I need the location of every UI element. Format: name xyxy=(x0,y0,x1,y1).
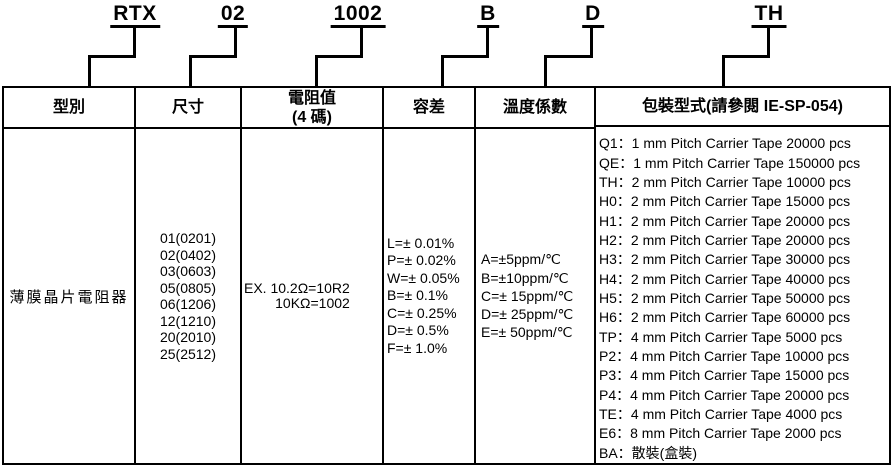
size-code-item: 20(2010) xyxy=(159,329,217,345)
tempco-list: A=±5ppm/℃ B=±10ppm/℃ C=± 15ppm/℃ D=± 25p… xyxy=(476,250,573,341)
packaging-item: H4：2 mm Pitch Carrier Tape 40000 pcs xyxy=(599,270,851,287)
connector-line xyxy=(441,55,444,88)
resistance-example-line1: EX. 10.2Ω=10R2 xyxy=(244,279,350,296)
pn-segment-size: 02 xyxy=(217,3,249,28)
pn-segment-tolerance: B xyxy=(477,3,499,28)
size-code-item: 05(0805) xyxy=(159,279,217,296)
pn-segment-packaging: TH xyxy=(751,3,787,28)
packaging-item: BA：散裝(盒裝) xyxy=(599,444,697,461)
packaging-item: H5：2 mm Pitch Carrier Tape 50000 pcs xyxy=(599,289,851,306)
cell-tolerance-codes: L=± 0.01% P=± 0.02% W=± 0.05% B=± 0.1% C… xyxy=(384,129,474,463)
cell-size-codes: 01(0201) 02(0402) 03(0603) 05(0805) 06(1… xyxy=(136,129,240,463)
pn-segment-tempco: D xyxy=(582,3,604,28)
connector-line xyxy=(722,55,770,58)
connector-line xyxy=(189,55,192,88)
column-tolerance: 容差 L=± 0.01% P=± 0.02% W=± 0.05% B=± 0.1… xyxy=(382,88,474,463)
packaging-item: TH：2 mm Pitch Carrier Tape 10000 pcs xyxy=(599,173,851,190)
resistance-example: EX. 10.2Ω=10R2 10KΩ=1002 xyxy=(242,279,350,312)
tempco-item: A=±5ppm/℃ xyxy=(481,251,561,268)
connector-line xyxy=(486,26,489,58)
tempco-item: C=± 15ppm/℃ xyxy=(481,287,574,304)
packaging-item: Q1：1 mm Pitch Carrier Tape 20000 pcs xyxy=(599,135,851,152)
resistance-example-line2: 10KΩ=1002 xyxy=(275,295,350,311)
tolerance-item: D=± 0.5% xyxy=(387,322,449,339)
size-code-item: 25(2512) xyxy=(159,345,217,362)
connector-line xyxy=(133,26,136,58)
tolerance-item: B=± 0.1% xyxy=(387,287,448,304)
header-packaging: 包裝型式(請參閱 IE-SP-054) xyxy=(596,88,889,128)
pn-segment-resistance: 1002 xyxy=(330,3,386,28)
cell-packaging-options: Q1：1 mm Pitch Carrier Tape 20000 pcs QE：… xyxy=(596,127,889,463)
header-resistance-line2: (4 碼) xyxy=(291,108,332,126)
tempco-item: E=± 50ppm/℃ xyxy=(481,324,573,341)
part-numbering-table: 型別 薄膜晶片電阻器 尺寸 01(0201) 02(0402) 03(0603)… xyxy=(2,86,891,465)
packaging-item: H0：2 mm Pitch Carrier Tape 15000 pcs xyxy=(599,193,851,210)
tolerance-item: P=± 0.02% xyxy=(387,252,456,269)
packaging-item: H2：2 mm Pitch Carrier Tape 20000 pcs xyxy=(599,231,851,248)
size-code-item: 03(0603) xyxy=(159,263,217,279)
header-tolerance: 容差 xyxy=(384,88,474,129)
connector-line xyxy=(544,55,547,88)
column-packaging: 包裝型式(請參閱 IE-SP-054) Q1：1 mm Pitch Carrie… xyxy=(594,88,889,463)
connector-line xyxy=(234,26,237,58)
connector-line xyxy=(360,26,363,58)
packaging-item: E6：8 mm Pitch Carrier Tape 2000 pcs xyxy=(599,425,842,442)
connector-line xyxy=(189,55,237,58)
header-resistance: 電阻值 (4 碼) xyxy=(242,88,382,129)
tolerance-item: W=± 0.05% xyxy=(387,269,460,286)
connector-line xyxy=(315,55,318,88)
size-code-list: 01(0201) 02(0402) 03(0603) 05(0805) 06(1… xyxy=(160,230,216,362)
tolerance-item: C=± 0.25% xyxy=(387,304,457,321)
connector-line xyxy=(590,26,593,58)
tempco-item: D=± 25ppm/℃ xyxy=(481,306,574,323)
connector-line xyxy=(767,26,770,58)
pn-segment-type: RTX xyxy=(110,3,160,28)
packaging-item: P2：4 mm Pitch Carrier Tape 10000 pcs xyxy=(599,347,850,364)
packaging-item: H3：2 mm Pitch Carrier Tape 30000 pcs xyxy=(599,251,851,268)
connector-line xyxy=(441,55,489,58)
tolerance-item: F=± 1.0% xyxy=(387,339,448,356)
packaging-item: TE：4 mm Pitch Carrier Tape 4000 pcs xyxy=(599,405,843,422)
column-tempco: 溫度係數 A=±5ppm/℃ B=±10ppm/℃ C=± 15ppm/℃ D=… xyxy=(474,88,594,463)
packaging-item: P3：4 mm Pitch Carrier Tape 15000 pcs xyxy=(599,367,850,384)
type-value-text: 薄膜晶片電阻器 xyxy=(9,288,129,306)
connector-line xyxy=(315,55,363,58)
cell-resistance-example: EX. 10.2Ω=10R2 10KΩ=1002 xyxy=(242,129,382,463)
packaging-list: Q1：1 mm Pitch Carrier Tape 20000 pcs QE：… xyxy=(599,134,860,463)
header-type: 型別 xyxy=(4,88,134,129)
packaging-item: P4：4 mm Pitch Carrier Tape 20000 pcs xyxy=(599,386,850,403)
tolerance-list: L=± 0.01% P=± 0.02% W=± 0.05% B=± 0.1% C… xyxy=(384,235,460,358)
cell-tempco-codes: A=±5ppm/℃ B=±10ppm/℃ C=± 15ppm/℃ D=± 25p… xyxy=(476,129,594,463)
size-code-item: 12(1210) xyxy=(159,312,217,329)
connector-line xyxy=(88,55,91,88)
tempco-item: B=±10ppm/℃ xyxy=(481,269,569,286)
packaging-item: TP：4 mm Pitch Carrier Tape 5000 pcs xyxy=(599,328,843,345)
size-code-item: 02(0402) xyxy=(159,246,217,263)
column-type: 型別 薄膜晶片電阻器 xyxy=(4,88,134,463)
header-resistance-line1: 電阻值 xyxy=(287,89,336,107)
connector-line xyxy=(544,55,593,58)
packaging-item: H6：2 mm Pitch Carrier Tape 60000 pcs xyxy=(599,309,851,326)
size-code-item: 01(0201) xyxy=(159,230,217,246)
column-size: 尺寸 01(0201) 02(0402) 03(0603) 05(0805) 0… xyxy=(134,88,240,463)
connector-line xyxy=(722,55,725,88)
header-tempco: 溫度係數 xyxy=(476,88,594,129)
cell-type-value: 薄膜晶片電阻器 xyxy=(4,129,134,463)
column-resistance: 電阻值 (4 碼) EX. 10.2Ω=10R2 10KΩ=1002 xyxy=(240,88,382,463)
packaging-item: H1：2 mm Pitch Carrier Tape 20000 pcs xyxy=(599,212,851,229)
header-size: 尺寸 xyxy=(136,88,240,129)
packaging-item: QE：1 mm Pitch Carrier Tape 150000 pcs xyxy=(599,154,861,171)
tolerance-item: L=± 0.01% xyxy=(387,234,455,251)
size-code-item: 06(1206) xyxy=(159,296,217,312)
connector-line xyxy=(88,55,136,58)
